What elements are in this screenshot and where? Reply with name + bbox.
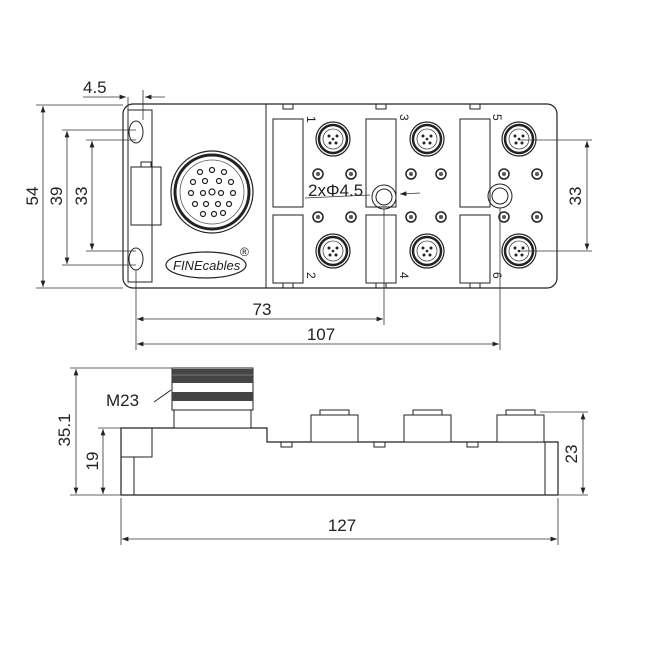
side-view: M23 35.1 19 23 127 [55,367,588,545]
dim-73: 73 [253,300,272,319]
port-connectors-side [280,409,545,448]
top-view: FINEcables ® 1 3 5 2 4 6 [23,78,592,350]
dim-hole-width: 4.5 [83,78,107,97]
flange-side [120,427,153,458]
port-1-connector [314,120,352,158]
port-3-connector [408,120,446,158]
dim-height-19: 19 [83,452,102,471]
brand-logo: FINEcables ® [165,245,249,279]
port-4-connector [408,232,446,270]
label-slot-tab [140,161,152,168]
logo-text: FINEcables [173,258,241,273]
port-5-connector [500,120,538,158]
m23-connector-top [170,150,254,234]
port-number-2: 2 [304,272,318,279]
port-label-windows [272,103,491,289]
dim-height-33-left: 33 [72,187,91,206]
mounting-flange [127,109,153,283]
port-number-5: 5 [490,114,504,121]
registered-mark: ® [240,245,249,259]
port-number-6: 6 [490,272,504,279]
dim-107: 107 [307,325,335,344]
port-2-connector [314,232,352,270]
dim-height-35-1: 35.1 [55,413,74,446]
dimension-lines-top [36,90,592,350]
port-number-3: 3 [397,114,411,121]
dim-length-127: 127 [328,516,356,535]
dim-height-39: 39 [47,187,66,206]
dim-height-23: 23 [562,445,581,464]
dim-height-54: 54 [23,187,42,206]
dim-height-33-right: 33 [566,187,585,206]
dimension-lines-side [70,367,588,545]
port-number-1: 1 [304,116,318,123]
m23-label: M23 [106,391,139,410]
m23-connector-side [171,367,254,429]
port-number-4: 4 [397,272,411,279]
mount-slot-top [128,120,144,144]
dim-mount-hole: 2xΦ4.5 [308,181,363,200]
